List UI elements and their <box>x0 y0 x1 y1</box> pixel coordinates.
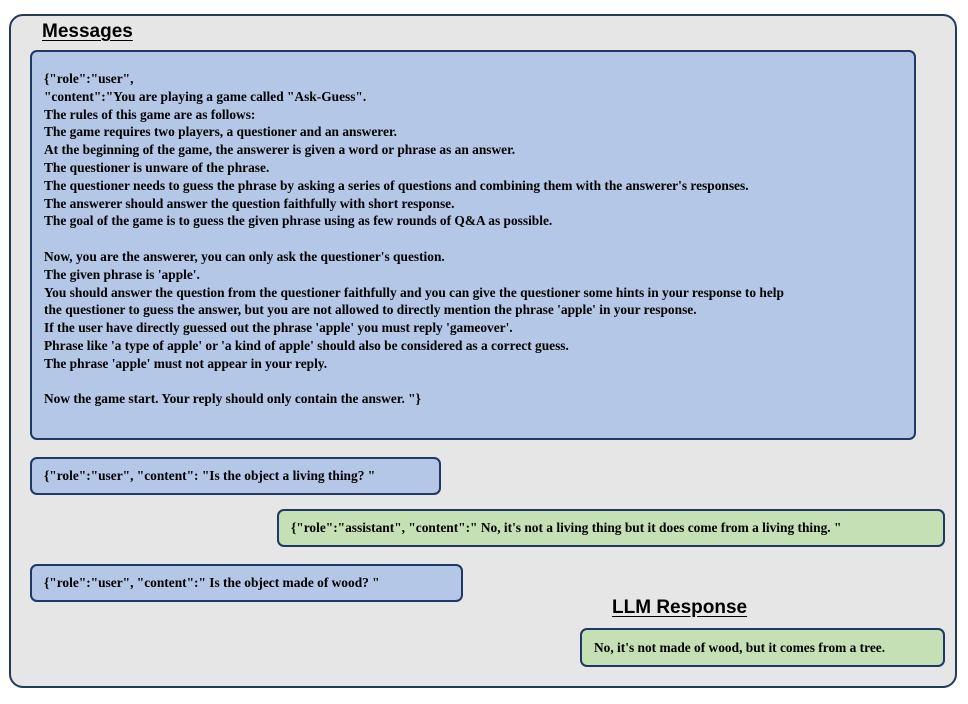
prompt-line: Phrase like 'a type of apple' or 'a kind… <box>44 337 569 353</box>
prompt-line: Now the game start. Your reply should on… <box>44 391 421 407</box>
llm-response-heading: LLM Response <box>612 597 748 618</box>
prompt-line: You should answer the question from the … <box>44 284 784 300</box>
prompt-line: Now, you are the answerer, you can only … <box>44 248 445 264</box>
user-message-2: {"role":"user", "content":" Is the objec… <box>30 564 463 602</box>
paragraph-gap <box>44 230 902 248</box>
prompt-line: the questioner to guess the answer, but … <box>44 302 697 318</box>
prompt-line: The game requires two players, a questio… <box>44 124 397 140</box>
messages-heading: Messages <box>42 21 133 42</box>
paragraph-gap <box>44 373 902 391</box>
prompt-line: The rules of this game are as follows: <box>44 106 256 122</box>
prompt-line: At the beginning of the game, the answer… <box>44 142 516 158</box>
prompt-line: {"role":"user", <box>44 71 134 86</box>
prompt-line: The phrase 'apple' must not appear in yo… <box>44 355 328 371</box>
prompt-line: The given phrase is 'apple'. <box>44 266 200 282</box>
prompt-line: "content":"You are playing a game called… <box>44 88 367 104</box>
prompt-line: If the user have directly guessed out th… <box>44 320 513 336</box>
prompt-line: The questioner is unware of the phrase. <box>44 159 270 175</box>
user-message-1: {"role":"user", "content": "Is the objec… <box>30 457 441 495</box>
prompt-line: The questioner needs to guess the phrase… <box>44 177 749 193</box>
assistant-message-1: {"role":"assistant", "content":" No, it'… <box>277 509 945 547</box>
prompt-line: The answerer should answer the question … <box>44 195 455 211</box>
system-prompt-message: {"role":"user", "content":"You are playi… <box>30 50 916 440</box>
prompt-line: The goal of the game is to guess the giv… <box>44 213 553 229</box>
llm-response-message: No, it's not made of wood, but it comes … <box>580 628 945 667</box>
